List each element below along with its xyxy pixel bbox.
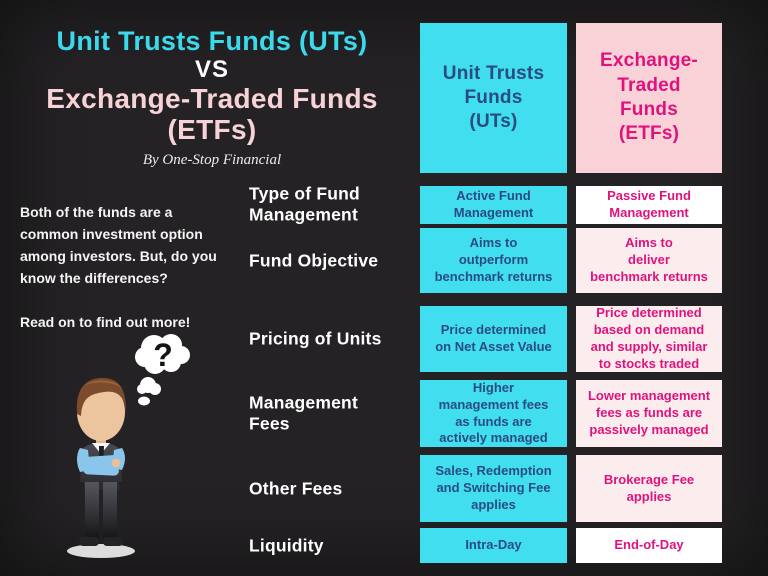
intro-paragraph-1: Both of the funds are a common investmen… [20, 204, 217, 287]
row-label: Management Fees [249, 392, 358, 434]
intro-paragraph-2: Read on to find out more! [20, 314, 191, 331]
etf-cell: Passive Fund Management [576, 186, 722, 224]
ut-cell: Price determined on Net Asset Value [420, 306, 567, 372]
title-unit-trusts: Unit Trusts Funds (UTs) [56, 26, 368, 56]
table-row-pricing-of-units: Pricing of Units Price determined on Net… [240, 305, 768, 372]
etf-cell: Brokerage Fee applies [576, 455, 722, 522]
title-vs: VS [194, 56, 229, 84]
table-row-liquidity: Liquidity Intra-Day End-of-Day [240, 528, 768, 563]
thought-bubble-icon [135, 334, 190, 406]
table-row-fund-objective: Fund Objective Aims to outperform benchm… [240, 228, 768, 293]
thinking-man-illustration: ? [67, 334, 190, 558]
intro-text: Both of the funds are a common investmen… [20, 201, 255, 334]
etf-cell: Aims to deliver benchmark returns [576, 228, 722, 293]
etf-cell: End-of-Day [576, 528, 722, 563]
etf-cell: Lower management fees as funds are passi… [576, 380, 722, 447]
ut-cell: Sales, Redemption and Switching Fee appl… [420, 455, 567, 522]
ut-cell: Intra-Day [420, 528, 567, 563]
ut-cell: Higher management fees as funds are acti… [420, 380, 567, 447]
row-label: Type of Fund Management [249, 183, 360, 225]
title-etfs: Exchange-Traded Funds (ETFs) [46, 82, 378, 145]
column-header-ut: Unit Trusts Funds (UTs) [420, 23, 567, 173]
row-label: Fund Objective [249, 249, 379, 270]
row-label: Liquidity [249, 534, 324, 555]
column-header-etf: Exchange- Traded Funds (ETFs) [576, 23, 722, 173]
ground-shadow [67, 544, 135, 558]
byline: By One-Stop Financial [142, 152, 282, 169]
row-label: Other Fees [249, 477, 343, 498]
title-block: Unit Trusts Funds (UTs) VS Exchange-Trad… [0, 26, 424, 169]
ut-cell: Aims to outperform benchmark returns [420, 228, 567, 293]
table-row-type-of-fund-management: Type of Fund Management Active Fund Mana… [240, 183, 768, 225]
man-figure [76, 378, 127, 546]
table-row-other-fees: Other Fees Sales, Redemption and Switchi… [240, 455, 768, 522]
question-mark: ? [153, 337, 173, 373]
row-label: Pricing of Units [249, 328, 382, 349]
table-row-management-fees: Management Fees Higher management fees a… [240, 380, 768, 447]
ut-cell: Active Fund Management [420, 186, 567, 224]
etf-cell: Price determined based on demand and sup… [576, 305, 722, 372]
